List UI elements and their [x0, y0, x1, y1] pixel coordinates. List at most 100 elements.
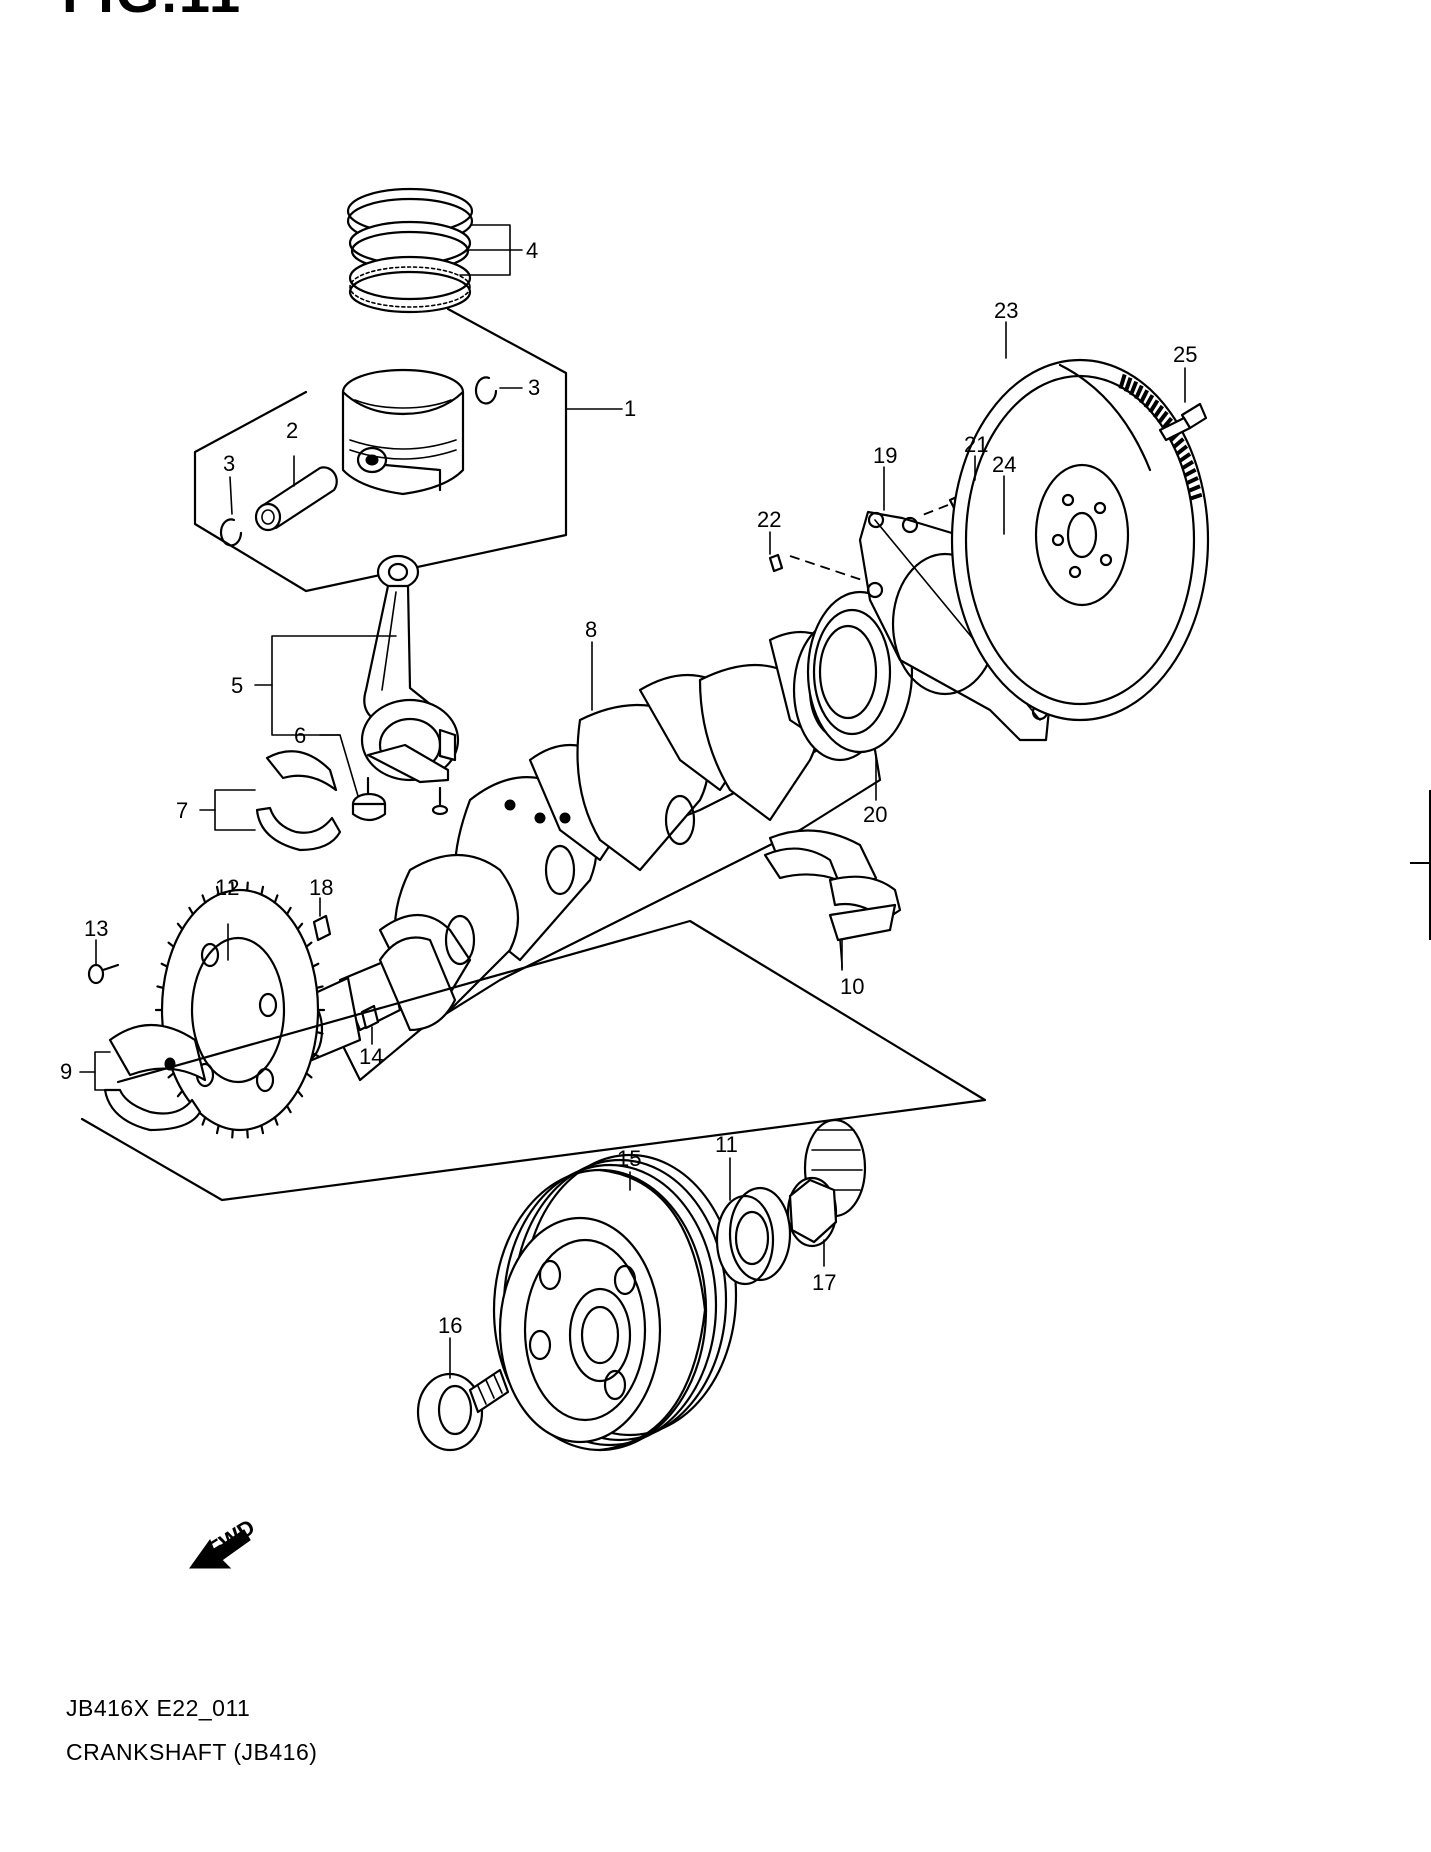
sprocket-tooth: [285, 1104, 292, 1114]
callout-11: 11: [715, 1132, 738, 1157]
callout-21: 21: [964, 432, 989, 457]
circlips: [219, 376, 498, 547]
dowel-pin: [768, 553, 863, 581]
flywheel-ring-tooth: [1157, 410, 1169, 425]
flywheel-ring-tooth: [1187, 484, 1201, 493]
callout-4: 4: [526, 238, 539, 263]
callout-15: 15: [617, 1146, 642, 1171]
callout-25: 25: [1173, 342, 1198, 367]
sprocket-tooth: [215, 1124, 220, 1135]
flywheel-ring-tooth: [1172, 437, 1185, 449]
callout-22: 22: [757, 507, 782, 532]
sprocket-tooth: [296, 1089, 304, 1098]
flywheel-ring-tooth: [1175, 444, 1189, 456]
sprocket-tooth: [201, 1116, 207, 1126]
callout-14: 14: [359, 1044, 384, 1069]
callout-24: 24: [992, 452, 1017, 477]
rod-nut: [351, 792, 387, 822]
crank-sprocket: [154, 881, 326, 1139]
front-oil-seal: [715, 1186, 792, 1286]
callout-18: 18: [309, 875, 334, 900]
sprocket-tooth: [260, 1124, 265, 1135]
sprocket-tooth: [156, 985, 165, 990]
sprocket-tooth: [231, 881, 234, 892]
sprocket-tooth: [285, 906, 292, 916]
edge-mark-horizontal: [1410, 862, 1431, 864]
flywheel-ring-tooth: [1181, 459, 1195, 471]
flywheel-ring-tooth: [1183, 467, 1197, 478]
sprocket-tooth: [305, 1072, 313, 1079]
flywheel: [950, 358, 1210, 722]
sprocket-tooth: [315, 1030, 324, 1035]
flywheel-ring-tooth: [1134, 384, 1144, 400]
callout-23: 23: [994, 298, 1019, 323]
sprocket-tooth: [311, 1052, 320, 1058]
flywheel-ring-tooth: [1118, 373, 1127, 390]
piston-assembly-box: [193, 307, 568, 593]
callout-9: 9: [60, 1059, 73, 1084]
sprocket-tooth: [215, 885, 220, 896]
sprocket-tooth: [246, 1128, 249, 1139]
callout-13: 13: [84, 916, 109, 941]
callout-10: 10: [840, 974, 865, 999]
sprocket-tooth: [231, 1128, 234, 1139]
flywheel-ring-tooth: [1152, 404, 1165, 419]
sprocket-bolt: [87, 963, 120, 985]
sprocket-tooth: [296, 922, 304, 931]
callout-1: 1: [624, 396, 637, 421]
sprocket-tooth: [311, 962, 320, 968]
callout-5: 5: [231, 673, 244, 698]
sprocket-tooth: [167, 941, 175, 948]
leader-lines: [79, 224, 1186, 1379]
callout-3-upper: 3: [528, 375, 541, 400]
flywheel-ring-tooth: [1148, 399, 1160, 414]
flywheel-ring-tooth: [1123, 377, 1133, 393]
flywheel-ring-tooth: [1129, 380, 1139, 396]
callout-17: 17: [812, 1270, 837, 1295]
flywheel-ring-tooth: [1189, 492, 1203, 501]
sprocket-tooth: [315, 985, 324, 990]
piston-rings: [346, 187, 474, 314]
main-bearings-front: [103, 1023, 207, 1132]
sprocket-tooth: [167, 1072, 175, 1079]
sprocket-tooth: [246, 881, 249, 892]
thrust-washers: [763, 829, 902, 942]
callout-12: 12: [215, 875, 240, 900]
pulley-bolt: [416, 1368, 510, 1452]
main-bearing-box: [80, 919, 987, 1202]
sprocket-tooth: [188, 906, 195, 916]
crank-pulley: [492, 1153, 738, 1452]
diagram-title: CRANKSHAFT (JB416): [66, 1739, 318, 1765]
sprocket-tooth: [273, 894, 279, 904]
piston-pin: [254, 466, 338, 532]
callout-8: 8: [585, 617, 598, 642]
callout-19: 19: [873, 443, 898, 468]
edge-mark-vertical: [1429, 790, 1431, 940]
flywheel-ring-tooth: [1178, 452, 1192, 463]
fwd-badge-text: FWD: [203, 1514, 259, 1562]
callout-7: 7: [176, 798, 189, 823]
flywheel-ring-tooth: [1143, 394, 1155, 409]
flywheel-bolt: [1158, 402, 1208, 442]
callout-3-lower: 3: [223, 451, 236, 476]
sprocket-tooth: [260, 885, 265, 896]
sprocket-tooth: [305, 941, 313, 948]
callout-2: 2: [286, 418, 299, 443]
callout-6: 6: [294, 723, 307, 748]
piston: [341, 368, 465, 496]
sprocket-tooth: [201, 894, 207, 904]
crank-timing-gear: [786, 1118, 867, 1248]
sprocket-tooth: [176, 922, 184, 931]
sprocket-tooth: [160, 962, 169, 968]
callout-20: 20: [863, 802, 888, 827]
sprocket-tooth: [176, 1089, 184, 1098]
sprocket-tooth: [273, 1116, 279, 1126]
callout-16: 16: [438, 1313, 463, 1338]
flywheel-ring-tooth: [1185, 476, 1199, 486]
diagram-code: JB416X E22_011: [66, 1695, 251, 1721]
connecting-rod: [359, 554, 460, 816]
rod-bearings: [255, 750, 342, 852]
flywheel-ring-tooth: [1139, 389, 1149, 404]
figure-label: FIG.11: [62, 0, 242, 25]
